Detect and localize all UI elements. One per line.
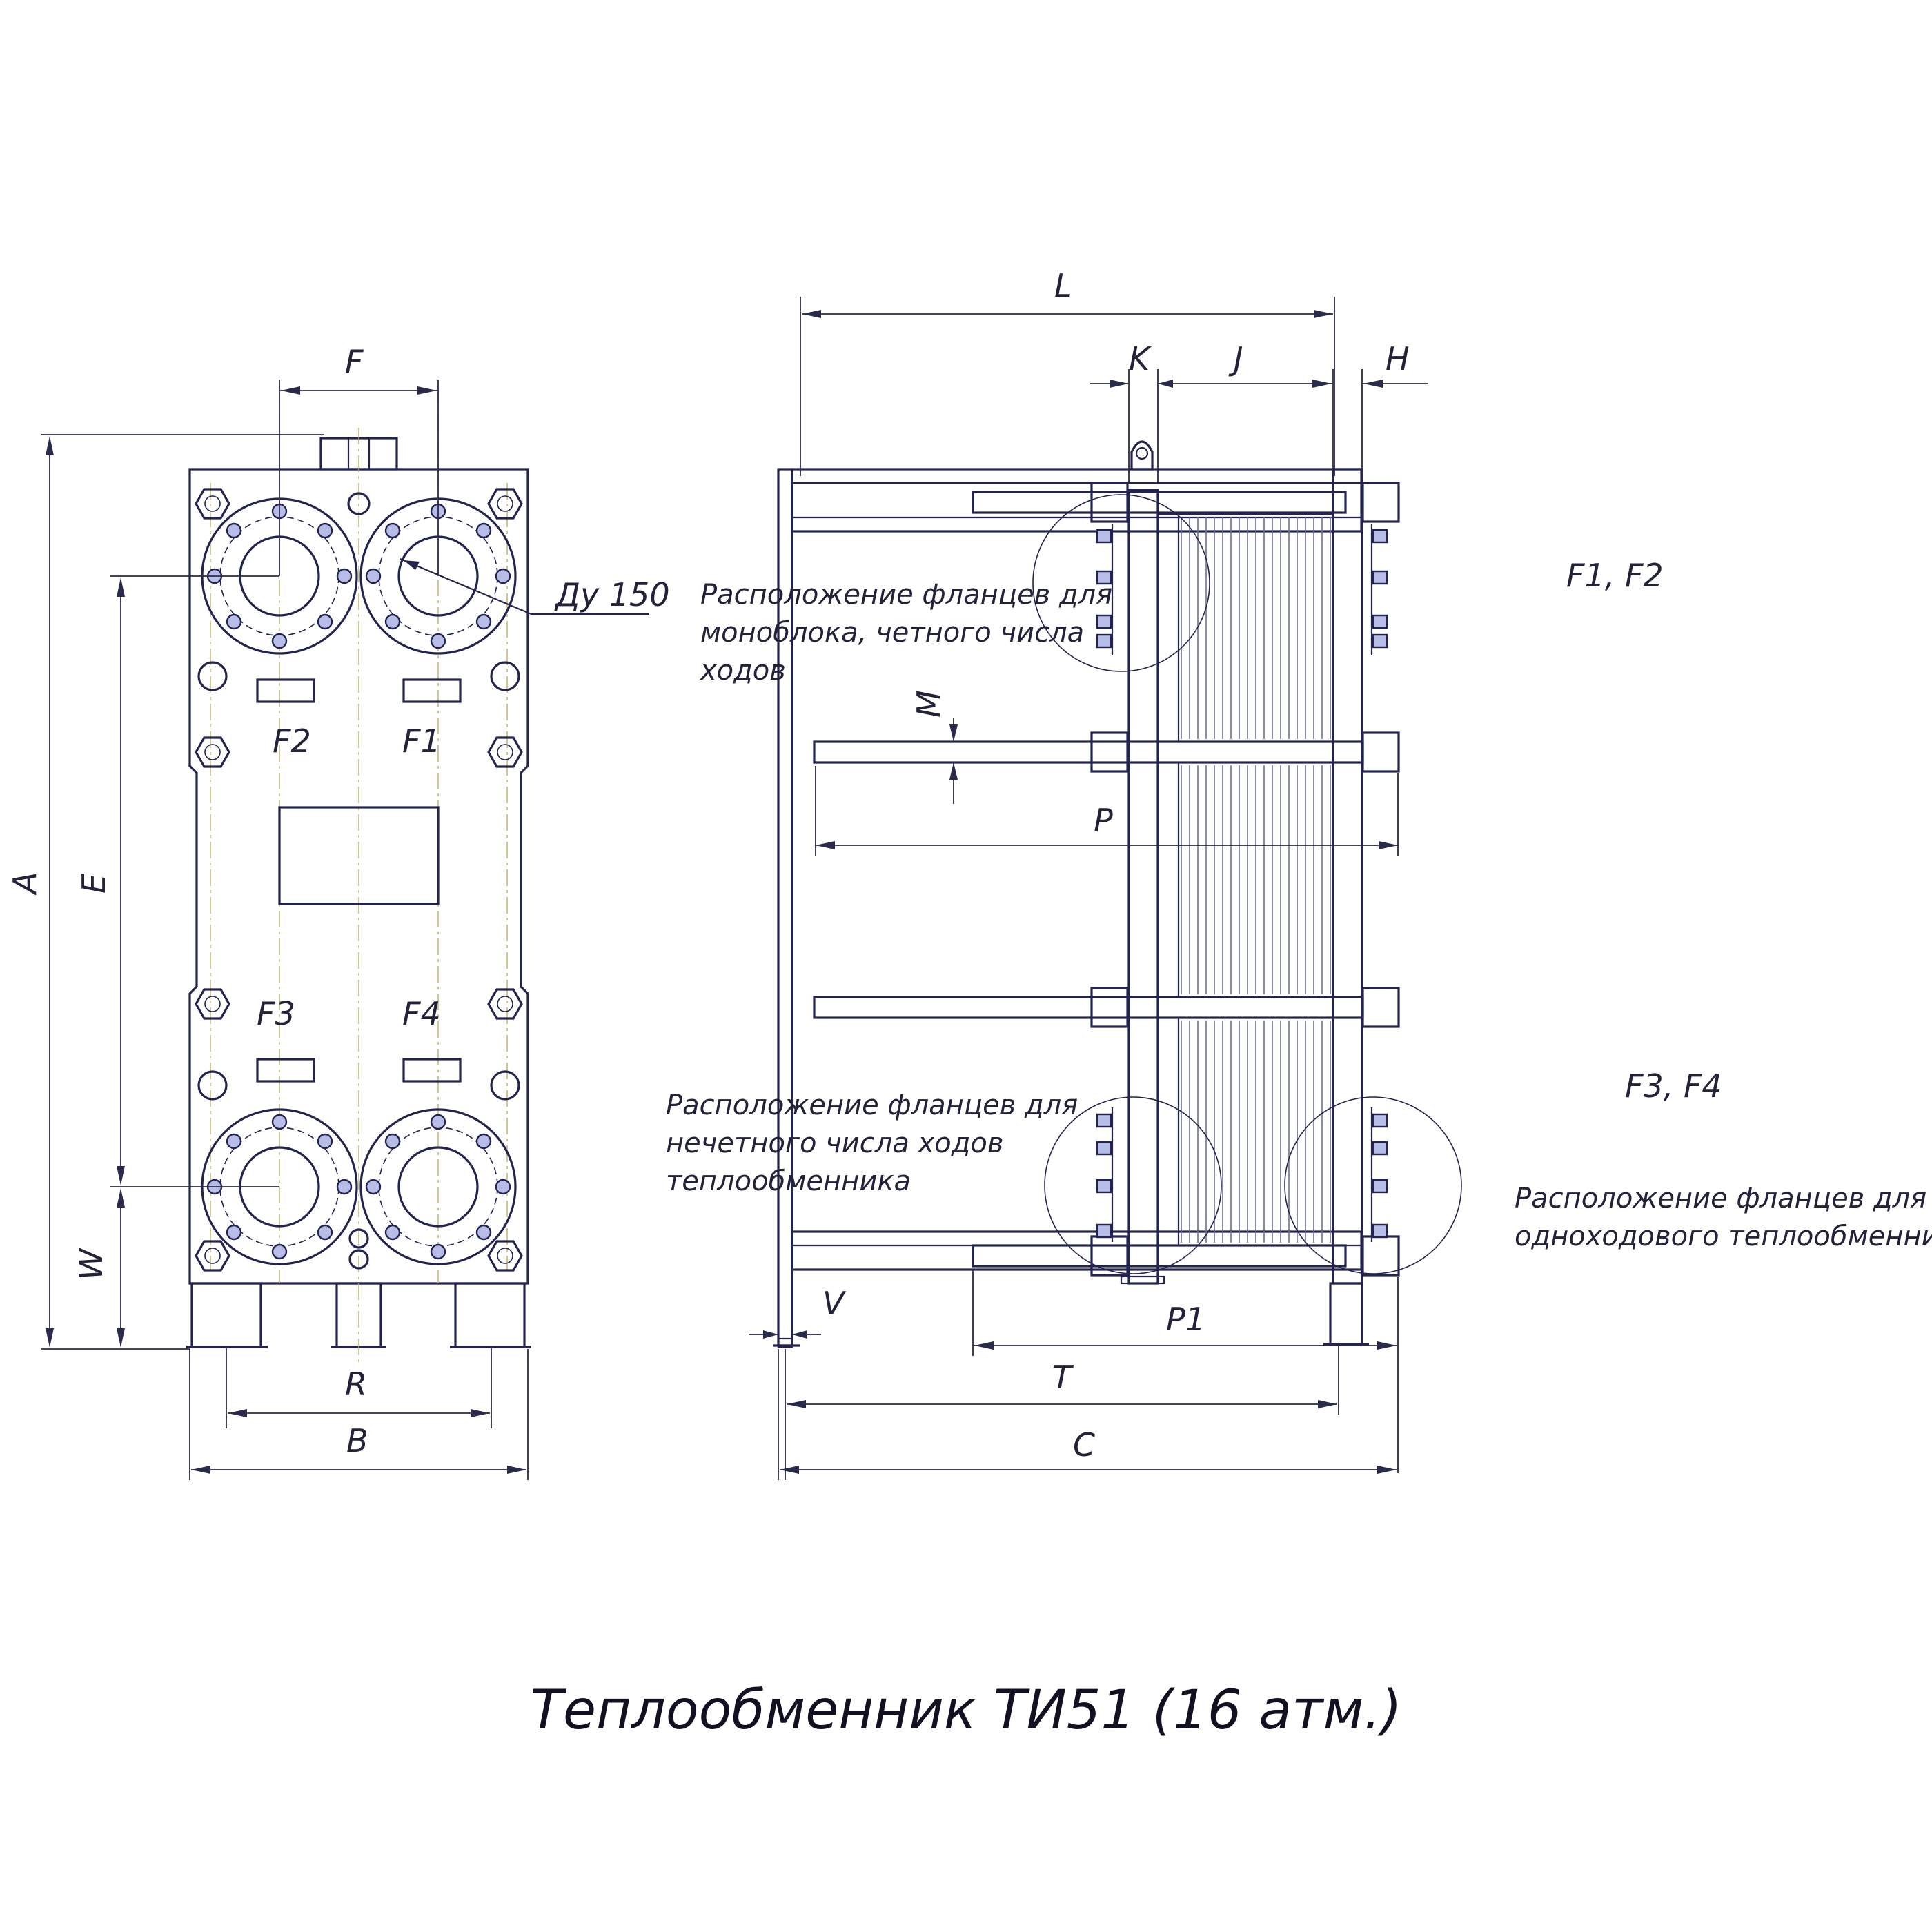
dim-label-c: C xyxy=(1073,1426,1095,1463)
dim-label-w: W xyxy=(72,1248,110,1280)
port-label-f3: F3 xyxy=(257,995,295,1032)
dim-label-k: K xyxy=(1129,340,1152,377)
side-flange-bolts xyxy=(1096,524,1388,1242)
note-odd-line2: нечетного числа ходов xyxy=(666,1127,1003,1159)
ports-label-bottom: F3, F4 xyxy=(1625,1067,1722,1105)
port-label-f2: F2 xyxy=(273,722,311,760)
tie-rod-bottom xyxy=(972,1244,1347,1268)
front-leg-left xyxy=(190,1282,262,1348)
tie-rod-top xyxy=(972,491,1347,514)
ports-label-top: F1, F2 xyxy=(1566,557,1664,594)
nozzle-label: Ду 150 xyxy=(554,576,670,613)
rod-nuts xyxy=(1090,482,1400,1276)
note-monoblock-line3: ходов xyxy=(699,655,786,687)
port-label-f4: F4 xyxy=(402,995,441,1032)
top-guide-bar xyxy=(791,468,1363,533)
plate-section xyxy=(1156,513,1334,743)
front-leg-right xyxy=(454,1282,526,1348)
plate-pack-end xyxy=(1156,1016,1180,1247)
side-leg xyxy=(1329,1282,1363,1346)
dim-label-p: P xyxy=(1094,802,1113,839)
note-odd-line1: Расположение фланцев для xyxy=(666,1090,1078,1121)
dim-label-j: J xyxy=(1228,340,1243,377)
lifting-eye xyxy=(1130,440,1154,471)
hex-nuts xyxy=(195,488,523,1272)
plate-pack xyxy=(1156,513,1334,1247)
detail-circle-bottom-right xyxy=(1284,1096,1462,1274)
flange-f4 xyxy=(359,1108,517,1265)
dim-label-v: V xyxy=(822,1285,847,1322)
plate-section xyxy=(1156,1016,1334,1247)
detail-circle-bottom-left xyxy=(1044,1096,1222,1274)
drawing-title: Теплообменник ТИ51 (16 атм.) xyxy=(530,1679,1401,1742)
note-odd-line3: теплообменника xyxy=(666,1165,911,1197)
plate-pack-end xyxy=(1156,513,1180,743)
dim-label-h: H xyxy=(1386,340,1410,377)
note-single-line2: одноходового теплообменника xyxy=(1515,1221,1932,1252)
port-label-f1: F1 xyxy=(402,722,441,760)
dim-label-f: F xyxy=(345,343,364,380)
dim-label-l: L xyxy=(1054,267,1072,304)
dim-label-r: R xyxy=(345,1366,367,1403)
side-view: L K J H M P P1 V T C Расположение фланце… xyxy=(666,267,1932,1480)
tie-rod-2 xyxy=(813,740,1364,764)
detail-circle-top xyxy=(1032,494,1210,672)
dim-label-e: E xyxy=(75,874,112,894)
dim-label-b: B xyxy=(346,1422,368,1459)
front-view: A E W F R B F2 F1 F3 F4 Ду 150 xyxy=(6,343,670,1480)
note-monoblock-line2: моноблока, четного числа xyxy=(700,617,1084,649)
dim-label-p1: P1 xyxy=(1166,1301,1205,1338)
plate-pack-end xyxy=(1156,761,1180,998)
note-single-line1: Расположение фланцев для xyxy=(1515,1183,1926,1214)
dim-label-t: T xyxy=(1052,1359,1074,1396)
note-monoblock-line1: Расположение фланцев для xyxy=(700,579,1112,611)
tie-rod-3 xyxy=(813,996,1364,1019)
dim-label-m: M xyxy=(910,690,947,718)
name-plate xyxy=(278,806,440,905)
bottom-guide-bar xyxy=(791,1230,1363,1271)
plate-section xyxy=(1156,761,1334,998)
dim-label-a: A xyxy=(6,872,43,896)
front-frame-plate xyxy=(188,468,529,1285)
